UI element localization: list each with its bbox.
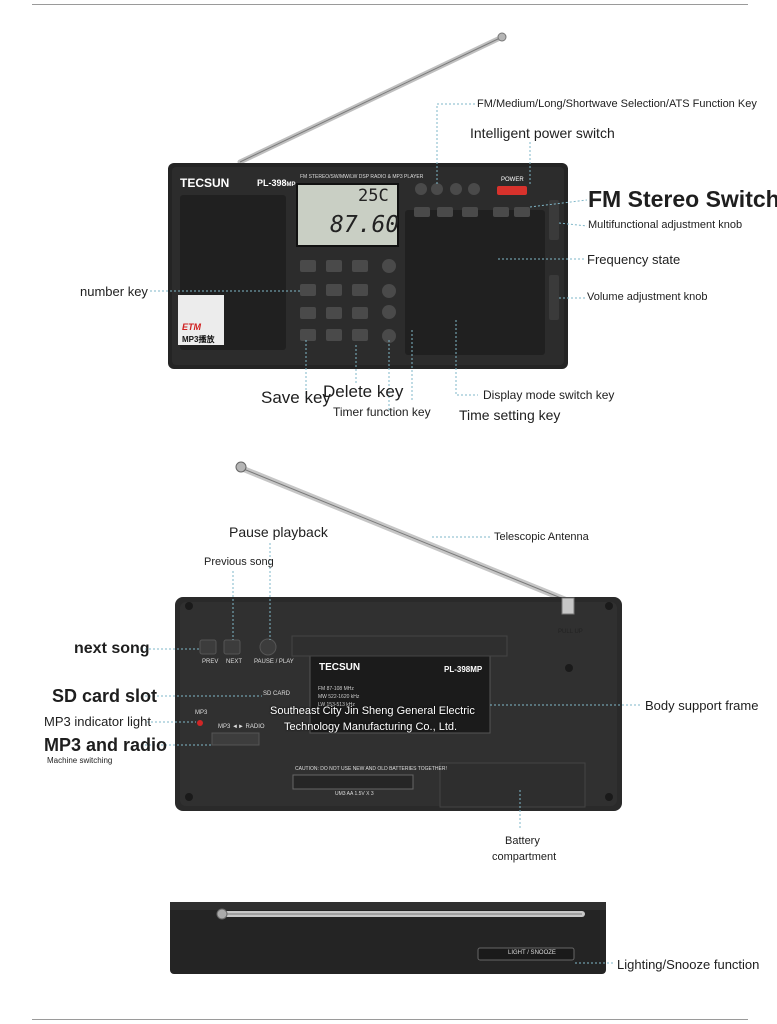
label-sd-card: SD card slot bbox=[52, 686, 158, 706]
label-timer-key: Timer function key bbox=[333, 405, 431, 419]
label-next: next song bbox=[74, 640, 150, 657]
watermark-line2: Technology Manufacturing Co., Ltd. bbox=[284, 721, 458, 733]
label-frequency-state: Frequency state bbox=[587, 252, 681, 267]
power-button bbox=[497, 186, 527, 195]
power-label: POWER bbox=[501, 177, 524, 183]
back-leader-lines bbox=[137, 536, 640, 830]
label-mp3-radio: MP3 and radio bbox=[44, 735, 168, 755]
front-model: PL-398MP bbox=[257, 178, 296, 188]
multi-knob bbox=[549, 200, 559, 240]
battery-spec: UM3 AA 1.5V X 3 bbox=[335, 791, 374, 797]
label-previous: Previous song bbox=[204, 556, 274, 568]
label-band-selection: FM/Medium/Long/Shortwave Selection/ATS F… bbox=[477, 98, 757, 110]
lcd-screen bbox=[296, 183, 399, 247]
label-pause: Pause playback bbox=[229, 524, 328, 540]
label-time-setting: Time setting key bbox=[459, 407, 561, 423]
sticker-spec-1: FM 87-108 MHz bbox=[318, 686, 354, 692]
caution-text: CAUTION: DO NOT USE NEW AND OLD BATTERIE… bbox=[295, 766, 447, 772]
light-snooze-button bbox=[477, 947, 575, 961]
etm-text: ETM bbox=[182, 322, 201, 332]
label-volume-knob: Volume adjustment knob bbox=[587, 291, 708, 303]
screws bbox=[185, 602, 613, 801]
mp3-light bbox=[197, 720, 203, 726]
label-display-mode: Display mode switch key bbox=[483, 388, 615, 402]
sticker-spec-3: LW 153-513 kHz bbox=[318, 702, 355, 708]
label-power-switch: Intelligent power switch bbox=[470, 125, 615, 141]
label-lighting: Lighting/Snooze function bbox=[617, 957, 760, 972]
label-fm-stereo: FM Stereo Switch bbox=[588, 186, 777, 212]
label-delete-key: Delete key bbox=[323, 382, 404, 401]
prev-label: PREV bbox=[202, 659, 219, 665]
bottom-divider bbox=[32, 1019, 748, 1020]
pause-button bbox=[259, 638, 277, 656]
battery-compartment bbox=[439, 762, 586, 808]
label-number-key: number key bbox=[80, 284, 148, 299]
etm-badge bbox=[178, 295, 224, 345]
label-battery-1: Battery bbox=[505, 835, 540, 847]
front-header-text: FM STEREO/SW/MW/LW DSP RADIO & MP3 PLAYE… bbox=[300, 174, 424, 180]
pull-up-label: PULL UP bbox=[558, 629, 583, 635]
keypad bbox=[300, 260, 368, 341]
next-button bbox=[223, 639, 241, 655]
label-battery-2: compartment bbox=[492, 851, 557, 863]
sticker-model: PL-398MP bbox=[444, 665, 483, 674]
pause-label: PAUSE / PLAY bbox=[254, 659, 294, 665]
light-snooze-text: LIGHT / SNOOZE bbox=[508, 950, 556, 956]
right-speaker-grill bbox=[405, 210, 545, 355]
sd-card-label: SD CARD bbox=[263, 691, 291, 697]
band-keys bbox=[414, 183, 530, 217]
top-divider bbox=[32, 4, 748, 5]
label-save-key: Save key bbox=[261, 388, 331, 407]
lcd-temp: 25C bbox=[358, 186, 389, 206]
front-brand: TECSUN bbox=[180, 176, 230, 190]
front-leader-lines bbox=[150, 103, 588, 412]
label-mp3-light: MP3 indicator light bbox=[44, 714, 151, 729]
mp3-light-label: MP3 bbox=[195, 710, 208, 716]
lcd-frequency: 87.60 bbox=[330, 212, 400, 238]
radio-switch-label: MP3 ◄► RADIO bbox=[218, 724, 265, 730]
prev-button bbox=[199, 639, 217, 655]
label-antenna: Telescopic Antenna bbox=[494, 531, 589, 543]
watermark-line1: Southeast City Jin Sheng General Electri… bbox=[270, 705, 475, 717]
label-machine-switching: Machine switching bbox=[47, 756, 113, 765]
sticker-brand: TECSUN bbox=[319, 662, 361, 673]
mode-switch bbox=[211, 732, 260, 746]
next-label: NEXT bbox=[226, 659, 243, 665]
label-body-frame: Body support frame bbox=[645, 698, 759, 713]
label-multi-knob: Multifunctional adjustment knob bbox=[588, 219, 743, 231]
sticker-spec-2: MW 522-1620 kHz bbox=[318, 694, 360, 700]
back-sticker bbox=[309, 654, 491, 734]
mp3-badge: MP3播放 bbox=[182, 335, 215, 344]
volume-knob bbox=[549, 275, 559, 320]
function-keys bbox=[382, 259, 396, 343]
